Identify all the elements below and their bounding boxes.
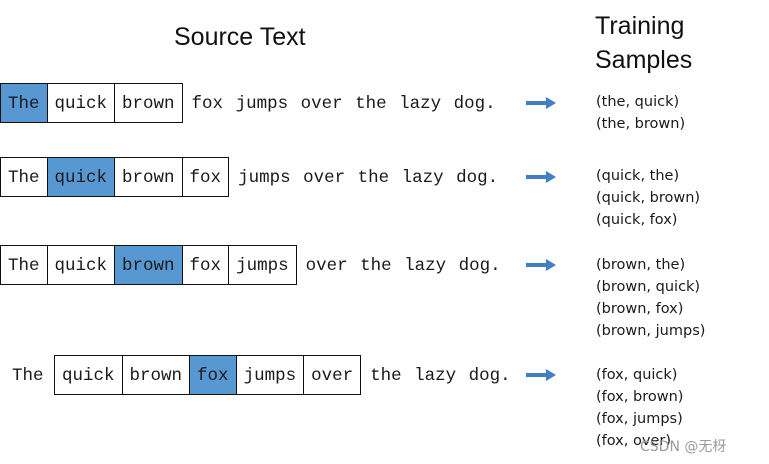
training-sample-pair: (the, quick)	[596, 94, 680, 110]
arrow-right-icon	[526, 171, 556, 183]
word: lazy	[399, 94, 442, 114]
context-word: jumps	[229, 245, 297, 285]
center-word: brown	[115, 245, 183, 285]
watermark: CSDN @无枒	[640, 439, 727, 455]
training-sample-pair: (the, brown)	[596, 116, 686, 132]
center-word: The	[0, 83, 48, 123]
context-word: jumps	[236, 355, 305, 395]
training-samples-heading-line1: Training	[595, 12, 685, 40]
word: lazy	[404, 256, 447, 276]
context-word: The	[0, 245, 48, 285]
training-samples-list: (the, quick) (the, brown)	[596, 91, 685, 135]
training-sample-pair: (brown, fox)	[596, 301, 684, 317]
training-samples-list: (quick, the) (quick, brown) (quick, fox)	[596, 165, 700, 231]
training-samples-heading-line2: Samples	[595, 46, 693, 74]
center-word: fox	[190, 355, 237, 395]
arrow-right-icon	[526, 259, 556, 271]
training-sample-pair: (brown, jumps)	[596, 323, 706, 339]
training-sample-pair: (brown, quick)	[596, 279, 701, 295]
arrow-right-icon	[526, 369, 556, 381]
word: lazy	[401, 168, 444, 188]
training-sample-pair: (fox, quick)	[596, 367, 678, 383]
word: The	[12, 366, 44, 386]
word: dog.	[456, 168, 499, 188]
context-word: fox	[182, 157, 230, 197]
context-word: The	[0, 157, 48, 197]
context-word: quick	[54, 355, 123, 395]
context-word: brown	[122, 355, 191, 395]
training-samples-heading: Training Samples	[595, 9, 692, 77]
word: over	[305, 256, 348, 276]
word: over	[300, 94, 343, 114]
word: dog.	[468, 366, 511, 386]
context-word: over	[304, 355, 362, 395]
center-word: quick	[47, 157, 116, 197]
training-sample-pair: (fox, brown)	[596, 389, 684, 405]
training-sample-pair: (quick, the)	[596, 168, 680, 184]
word: jumps	[235, 94, 289, 114]
training-sample-pair: (fox, over)	[596, 433, 671, 449]
arrow-right-icon	[526, 97, 556, 109]
training-sample-pair: (quick, fox)	[596, 212, 678, 228]
word: jumps	[238, 168, 291, 188]
context-word: quick	[47, 245, 116, 285]
context-word: fox	[182, 245, 230, 285]
word: over	[303, 168, 346, 188]
word: the	[355, 94, 387, 114]
context-word: brown	[115, 83, 183, 123]
context-word: quick	[47, 83, 116, 123]
word: the	[370, 366, 402, 386]
training-samples-list: (brown, the) (brown, quick) (brown, fox) (b…	[596, 254, 705, 342]
training-samples-list: (fox, quick) (fox, brown) (fox, jumps) (fox…	[596, 364, 683, 452]
context-word: brown	[115, 157, 183, 197]
training-sample-pair: (fox, jumps)	[596, 411, 683, 427]
source-text-heading: Source Text	[174, 23, 306, 51]
training-sample-pair: (brown, the)	[596, 257, 686, 273]
word: lazy	[414, 366, 457, 386]
word: the	[357, 168, 390, 188]
word: fox	[191, 94, 224, 114]
word: dog.	[453, 94, 496, 114]
training-sample-pair: (quick, brown)	[596, 190, 701, 206]
word: the	[360, 256, 392, 276]
word: dog.	[458, 256, 501, 276]
